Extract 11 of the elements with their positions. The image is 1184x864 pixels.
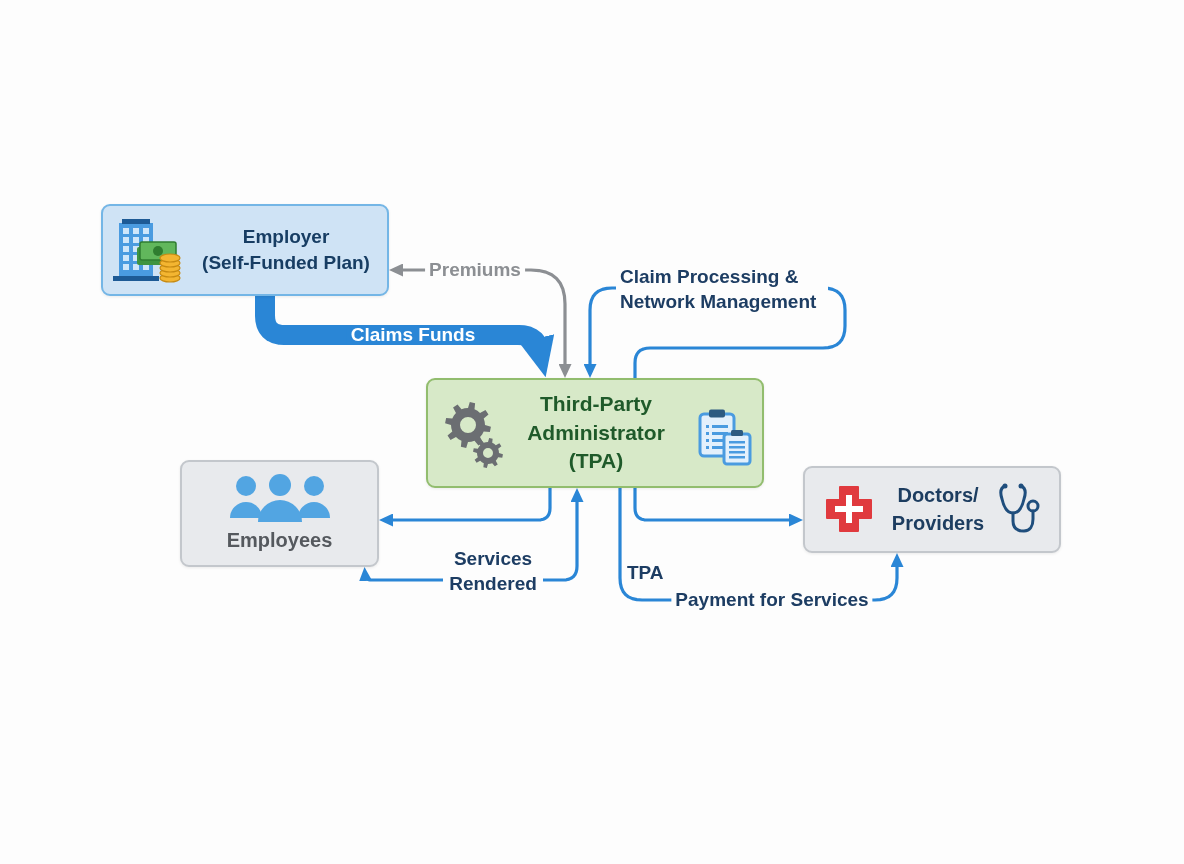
- annotation-text: TPA: [627, 561, 664, 585]
- entity-box: [101, 204, 389, 296]
- entity-box: [180, 460, 379, 567]
- node-label: Third-Party Administrator (TPA): [526, 390, 666, 475]
- arrow: [379, 488, 552, 527]
- entity-box: [803, 466, 1061, 553]
- node-label: Employer (Self-Funded Plan): [201, 224, 371, 275]
- entity-box: [426, 378, 764, 488]
- arrow: [633, 488, 803, 527]
- node-label: Doctors/ Providers: [890, 482, 986, 536]
- node-label: Employees: [226, 528, 333, 554]
